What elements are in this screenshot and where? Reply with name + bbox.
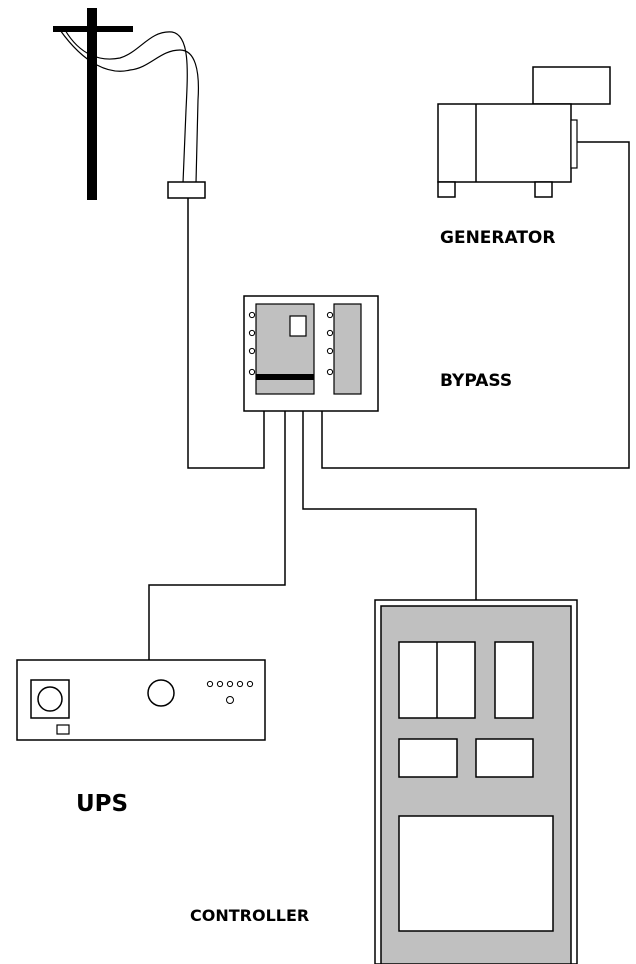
overhead-service-wire <box>59 29 200 184</box>
meter-box <box>167 181 206 199</box>
generator-to-bypass-wire <box>321 141 630 469</box>
controller-cabinet <box>374 599 578 964</box>
bypass-terminals-right <box>326 311 334 376</box>
overhead-service-wire-2 <box>64 29 188 184</box>
bypass-to-controller-wire <box>302 411 477 600</box>
ups-label: UPS <box>76 791 129 817</box>
generator <box>437 66 611 198</box>
generator-label: GENERATOR <box>440 228 556 248</box>
bypass-switch <box>243 295 379 412</box>
ups-indicator-lights <box>206 680 254 704</box>
controller-label: CONTROLLER <box>190 906 310 925</box>
bypass-to-ups-wire <box>148 411 286 660</box>
bypass-terminals-left <box>248 311 256 376</box>
utility-pole <box>53 8 206 200</box>
ups-unit <box>16 659 266 741</box>
wiring <box>148 141 630 660</box>
bypass-label: BYPASS <box>440 371 513 391</box>
utility-to-bypass-wire <box>187 198 265 469</box>
